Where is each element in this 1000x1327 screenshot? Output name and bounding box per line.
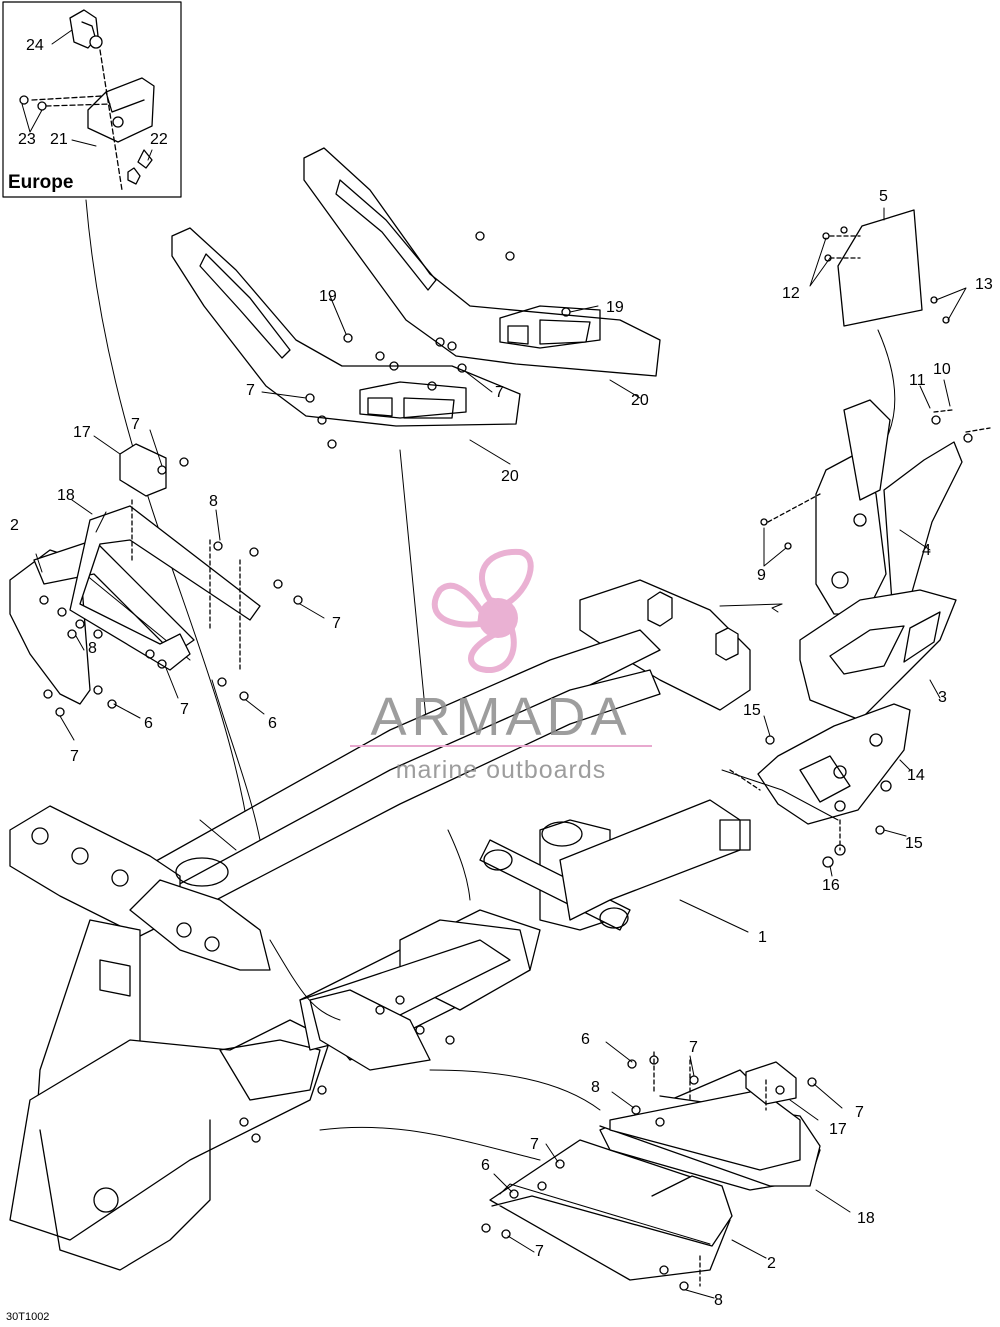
callout-14: 14 (907, 767, 925, 784)
callout-7-left-bottom: 7 (70, 748, 79, 765)
callout-7-left-top: 7 (131, 416, 140, 433)
callout-8-right: 8 (591, 1079, 600, 1096)
callout-4: 4 (922, 542, 931, 559)
figure-code: 30T1002 (6, 1311, 50, 1323)
watermark-brand: ARMADA (370, 687, 632, 747)
callout-7-left-mid: 7 (180, 701, 189, 718)
callout-7-right-top: 7 (689, 1039, 698, 1056)
callout-19-rear: 19 (606, 299, 624, 316)
europe-inset-label: Europe (8, 172, 74, 193)
callout-7-rail-front: 7 (246, 382, 255, 399)
callout-2-left: 2 (10, 517, 19, 534)
callout-12: 12 (782, 285, 800, 302)
upper-rail-20-rear (303, 147, 661, 377)
callout-15-bottom: 15 (905, 835, 923, 852)
callout-18-left: 18 (57, 487, 75, 504)
bracket-4 (760, 379, 991, 615)
callout-2-right: 2 (767, 1255, 776, 1272)
callout-8-right-bottom: 8 (714, 1292, 723, 1309)
callout-6-right: 6 (481, 1157, 490, 1174)
callout-6-right-top: 6 (581, 1031, 590, 1048)
callout-7-right-bottom: 7 (535, 1243, 544, 1260)
callout-21: 21 (50, 131, 68, 148)
bracket-3 (799, 589, 957, 721)
callout-1: 1 (758, 929, 767, 946)
callout-3: 3 (938, 689, 947, 706)
rail-bolts (261, 231, 641, 465)
europe-inset-panel (2, 1, 182, 198)
left-hoop-2 (9, 539, 195, 741)
callout-23: 23 (18, 131, 36, 148)
callout-7-rail-rear: 7 (495, 384, 504, 401)
callout-6-left-right: 6 (268, 715, 277, 732)
upper-rail-20-front (171, 227, 521, 427)
callout-17-right: 17 (829, 1121, 847, 1138)
callout-7-left-right: 7 (332, 615, 341, 632)
callout-6-left: 6 (144, 715, 153, 732)
callout-11: 11 (909, 372, 926, 389)
right-hoop-2 (319, 1069, 767, 1299)
watermark-propeller-logo (431, 548, 534, 673)
main-frame-1 (9, 579, 783, 1271)
right-hoop-18 (599, 1041, 851, 1213)
watermark-tagline: marine outboards (395, 756, 607, 784)
callout-16: 16 (822, 877, 840, 894)
callout-13: 13 (975, 276, 993, 293)
callout-24: 24 (26, 37, 44, 54)
plate-5 (809, 207, 967, 451)
callout-20-front: 20 (501, 468, 519, 485)
callout-5: 5 (879, 188, 888, 205)
left-hoop-18 (69, 429, 325, 715)
callout-7-right-far: 7 (855, 1104, 864, 1121)
callout-7-right-mid: 7 (530, 1136, 539, 1153)
callout-9: 9 (757, 567, 766, 584)
callout-17-left: 17 (73, 424, 91, 441)
callout-19-front: 19 (319, 288, 337, 305)
plate-14 (721, 703, 911, 877)
callout-18-right: 18 (857, 1210, 875, 1227)
callout-20-rear: 20 (631, 392, 649, 409)
callout-22: 22 (150, 131, 168, 148)
callout-10: 10 (933, 361, 951, 378)
callout-8-left: 8 (88, 640, 97, 657)
callout-8-left-top: 8 (209, 493, 218, 510)
callout-15-top: 15 (743, 702, 761, 719)
